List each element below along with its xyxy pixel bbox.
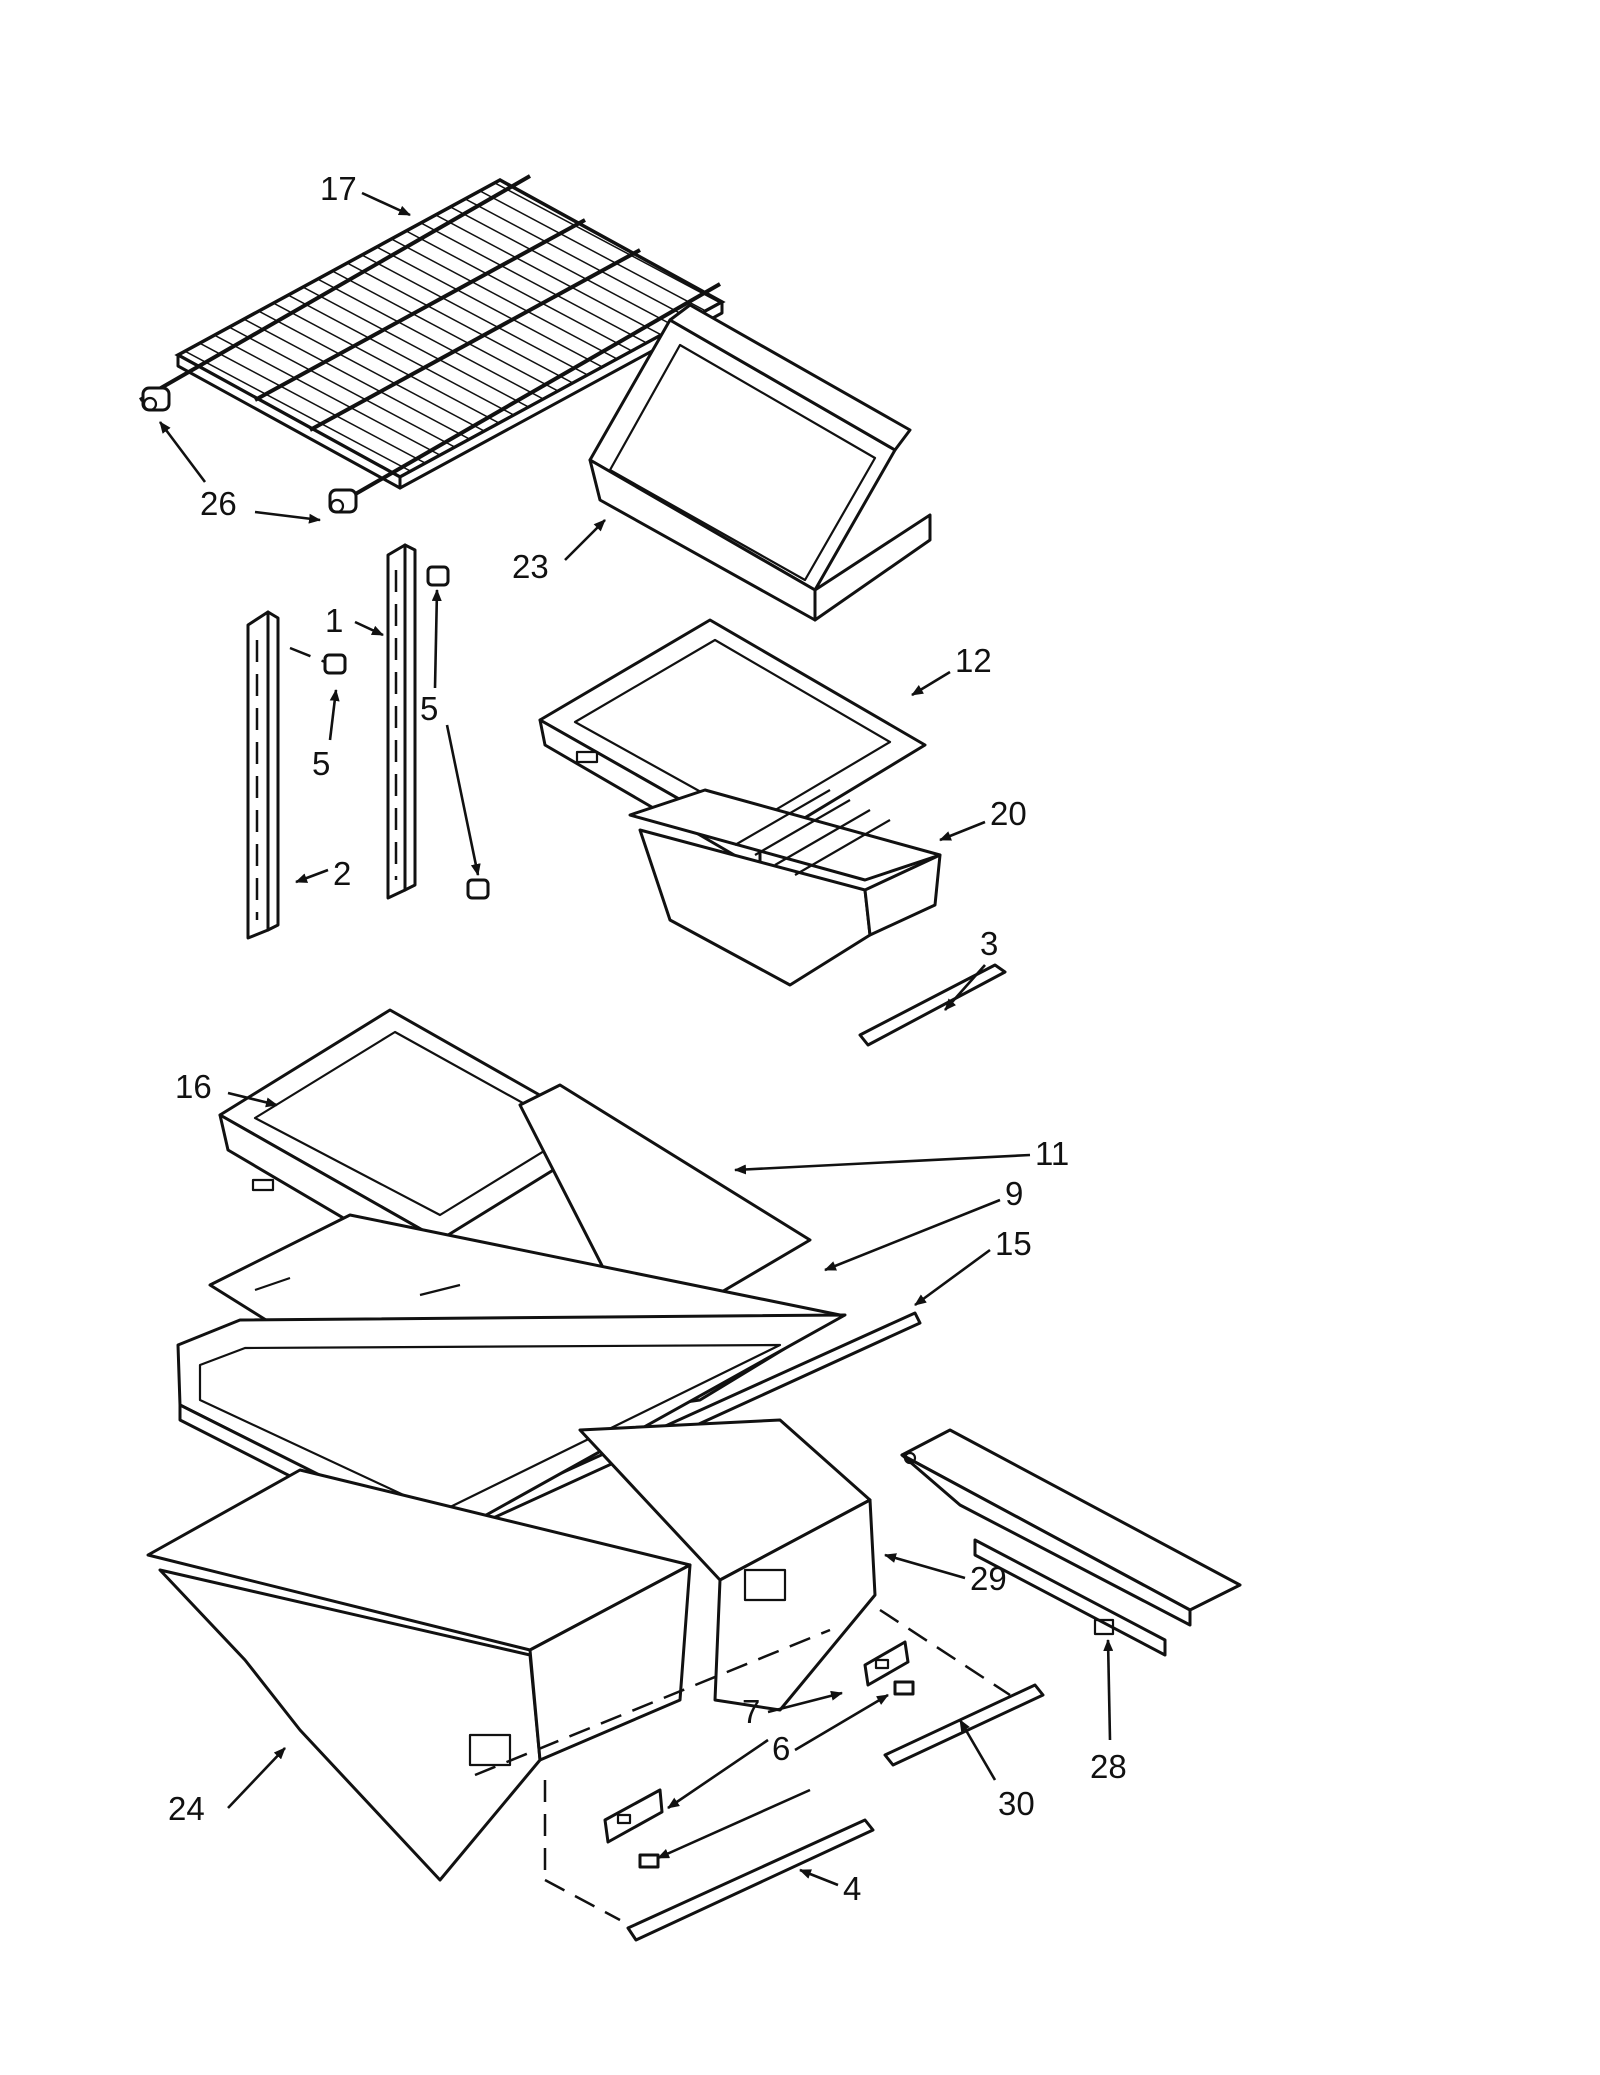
callout-7: 7	[742, 1693, 760, 1730]
callout-4: 4	[843, 1870, 861, 1907]
leader-lines	[158, 191, 1114, 1887]
callout-23: 23	[512, 548, 549, 585]
callout-9: 9	[1005, 1175, 1023, 1212]
shelf-end-cap-top	[141, 386, 171, 412]
screw-3	[466, 878, 490, 900]
shelf-support-right	[386, 543, 417, 900]
glide-stop-lower	[638, 1853, 660, 1869]
callout-1: 1	[325, 602, 343, 639]
callout-11: 11	[1035, 1135, 1069, 1172]
callout-26: 26	[200, 485, 237, 522]
callout-17: 17	[320, 170, 357, 207]
trim-strip-4	[626, 1818, 875, 1942]
shelf-end-cap-bottom	[328, 488, 358, 514]
meat-drawer	[628, 788, 942, 987]
cover-bracket	[900, 1428, 1242, 1657]
door-bin	[588, 303, 932, 622]
callout-12: 12	[955, 642, 992, 679]
callout-2: 2	[333, 855, 351, 892]
callout-5-left: 5	[312, 745, 330, 782]
wire-shelf	[139, 174, 726, 502]
glass-panel-11	[518, 1083, 812, 1342]
shelf-support-left	[246, 610, 280, 940]
screw-2	[426, 565, 450, 587]
glide-stop-upper	[893, 1680, 915, 1696]
drawer-glide-lower	[603, 1788, 664, 1844]
callout-3: 3	[980, 925, 998, 962]
callout-29: 29	[970, 1560, 1007, 1597]
callout-5-right: 5	[420, 690, 438, 727]
trim-strip-3	[858, 963, 1007, 1047]
callout-16: 16	[175, 1068, 212, 1105]
crisper-drawer-large	[146, 1468, 692, 1882]
callout-24: 24	[168, 1790, 205, 1827]
callout-20: 20	[990, 795, 1027, 832]
callout-6: 6	[772, 1730, 790, 1767]
crisper-drawer-small	[578, 1418, 877, 1712]
drawer-glide-upper	[863, 1640, 910, 1687]
screw-1	[289, 646, 347, 675]
callout-28: 28	[1090, 1748, 1127, 1785]
callout-15: 15	[995, 1225, 1032, 1262]
callout-30: 30	[998, 1785, 1035, 1822]
